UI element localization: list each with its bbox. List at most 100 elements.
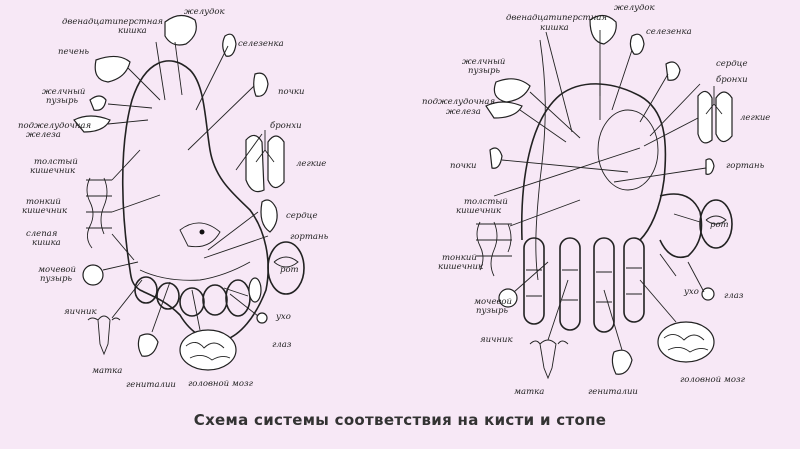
label-r-tonk-1: тонкий (442, 253, 477, 263)
brain-icon (179, 329, 237, 371)
uterus-icon (87, 315, 121, 356)
toe-1 (134, 276, 158, 304)
label-pechen: печень (58, 47, 89, 57)
label-duodenum-1: двенадцатиперстная (62, 17, 163, 27)
label-rot: рот (280, 265, 299, 275)
hand-lung-left-icon (697, 90, 713, 144)
label-podzh-1: поджелудочная (18, 121, 91, 131)
label-r-selezenka: селезенка (646, 27, 692, 37)
hand-bronchi-icon (705, 86, 723, 115)
finger-4 (623, 237, 645, 323)
hand-larynx-icon (705, 158, 715, 175)
foot-leaders (102, 41, 269, 333)
label-duodenum-2: кишка (118, 26, 147, 36)
face-dot (199, 229, 205, 235)
label-yaichnik: яичник (64, 307, 97, 317)
label-tonk-1: тонкий (26, 197, 61, 207)
label-r-zheludok: желудок (614, 3, 656, 13)
label-glaz: глаз (272, 340, 292, 350)
label-r-tonk-2: кишечник (438, 262, 484, 272)
label-r-uho: ухо (683, 287, 699, 297)
kidney-icon (253, 72, 269, 97)
thumb (659, 193, 703, 259)
toe-3 (179, 287, 205, 317)
label-r-moch-2: пузырь (476, 306, 508, 316)
label-r-zhelch-1: желчный (462, 57, 505, 67)
label-zheludok: желудок (184, 7, 226, 17)
foot-label-group: желудок двенадцатиперстная кишка печень … (18, 7, 329, 390)
hand-intestine-icon (476, 221, 512, 277)
label-genitalii: гениталии (126, 380, 176, 390)
palm-inner (597, 109, 659, 191)
label-r-tolst-2: кишечник (456, 206, 502, 216)
ear-icon (248, 277, 262, 303)
toe-face (179, 222, 221, 248)
hand-lung-right-icon (715, 91, 733, 143)
label-tonk-2: кишечник (22, 206, 68, 216)
hand-uterus-icon (529, 339, 569, 380)
finger-3 (593, 237, 615, 333)
bladder-icon (82, 264, 104, 286)
finger-2 (559, 237, 581, 331)
label-gortan: гортань (290, 232, 329, 242)
hand-stomach-icon (589, 14, 617, 45)
mouth-shape (273, 256, 299, 268)
label-zhelch-1: желчный (42, 87, 85, 97)
label-r-zhelch-2: пузырь (468, 66, 500, 76)
label-r-rot: рот (710, 220, 729, 230)
label-r-bronhi: бронхи (716, 74, 748, 85)
toe-line (139, 261, 251, 281)
label-r-duodenum-1: двенадцатиперстная (506, 13, 607, 23)
label-r-moch-1: мочевой (474, 297, 512, 307)
label-r-serdce: сердце (716, 59, 748, 69)
label-r-genitalii: гениталии (588, 387, 638, 397)
intestine-icon (86, 177, 108, 249)
lung-right-icon (267, 135, 285, 189)
toe-4 (202, 284, 228, 316)
hand-genitals-icon (611, 349, 633, 375)
label-r-zheleza: железа (446, 107, 481, 117)
label-r-pochki: почки (450, 161, 476, 171)
label-r-duodenum-2: кишка (540, 23, 569, 33)
label-bronhi: бронхи (270, 120, 302, 131)
foot-figure (121, 60, 305, 342)
label-podzh-2: железа (26, 130, 61, 140)
liver-icon (94, 55, 131, 83)
stomach-icon (164, 14, 197, 46)
label-r-yaichnik: яичник (480, 335, 513, 345)
label-r-glaz: глаз (724, 291, 744, 301)
intestine-folds (86, 179, 112, 229)
eye-icon (256, 312, 268, 324)
brain-folds (185, 342, 231, 361)
finger-1 (523, 237, 545, 325)
label-r-mozg: головной мозг (680, 375, 746, 385)
pancreas-icon (73, 115, 111, 133)
gallbladder-icon (89, 95, 107, 111)
label-uho: ухо (275, 312, 291, 322)
label-selezenka: селезенка (238, 39, 284, 49)
label-r-matka: матка (514, 387, 544, 397)
wrist-line (535, 39, 546, 281)
label-moch-2: пузырь (40, 274, 72, 284)
label-mozg: головной мозг (188, 379, 254, 389)
hand-kidney-icon (489, 147, 503, 169)
hand-leaders (493, 30, 707, 351)
foot-outline (121, 60, 269, 342)
label-tolst-2: кишечник (30, 166, 76, 176)
hand-eye-icon (701, 287, 715, 301)
big-toe (267, 241, 305, 295)
label-tolst-1: толстый (34, 157, 78, 167)
label-moch-1: мочевой (38, 265, 76, 275)
hand-bladder-icon (498, 288, 518, 308)
finger-joints (526, 267, 642, 303)
hand-pancreas-icon (485, 101, 523, 119)
hand-palm (520, 83, 667, 241)
label-r-podzh: поджелудочная (422, 97, 495, 107)
hand-intestine-folds (476, 223, 512, 257)
hand-figure (520, 39, 733, 333)
label-r-tolst-1: толстый (464, 197, 508, 207)
hand-gallbladder-icon (493, 78, 531, 103)
hand-organs (476, 14, 733, 380)
